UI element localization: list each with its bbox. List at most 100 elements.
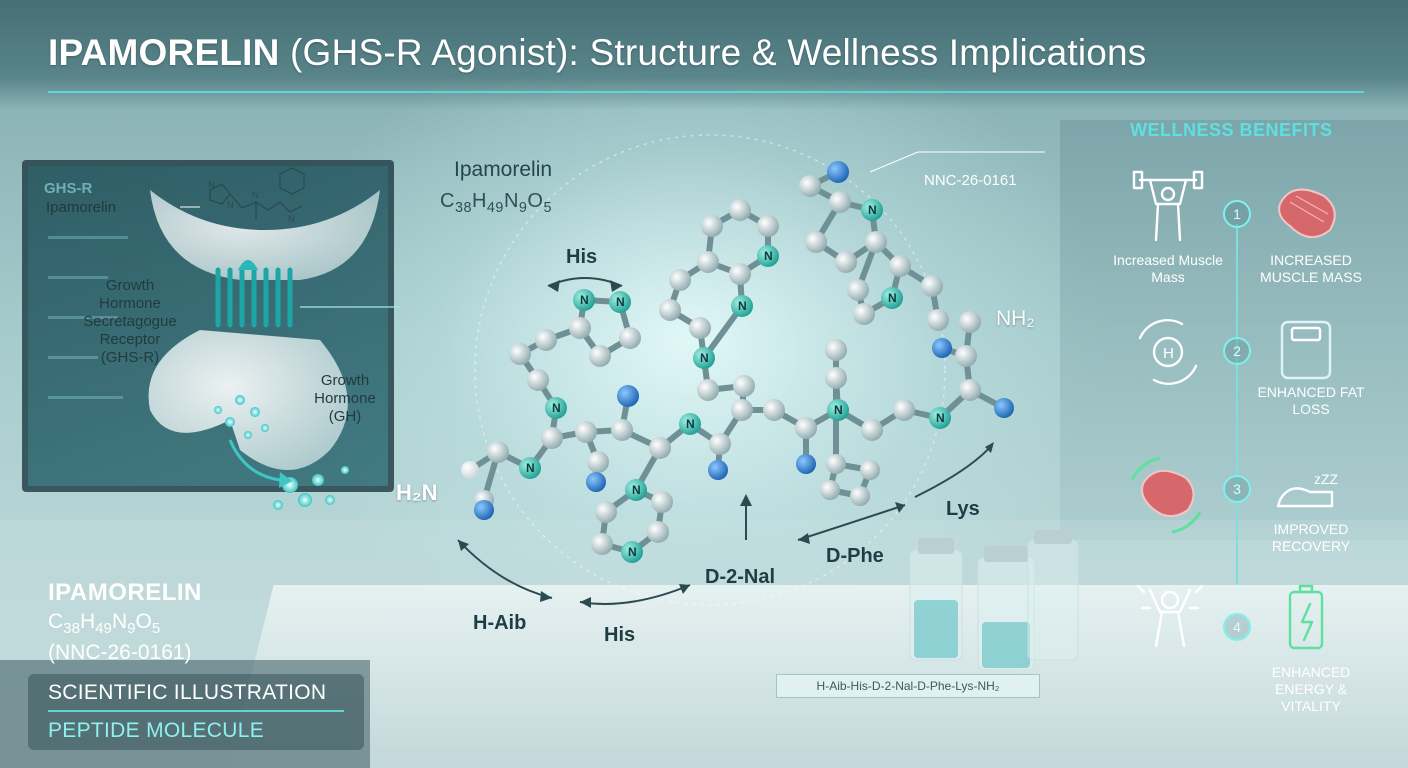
vials xyxy=(909,530,1079,670)
molecule-atom xyxy=(541,427,563,449)
sequence-label: H-Aib-His-D-2-Nal-D-Phe-Lys-NH₂ xyxy=(776,674,1040,698)
molecule-atom xyxy=(679,413,701,435)
wellness-timeline xyxy=(1236,224,1238,584)
molecule-atom xyxy=(731,295,753,317)
lower-left-shade xyxy=(0,660,370,768)
molecule-atom xyxy=(795,417,817,439)
residue-d-2-nal: D-2-Nal xyxy=(705,566,776,588)
receptor-line-2: Hormone xyxy=(99,295,161,312)
formula-part: O xyxy=(135,610,152,633)
formula-part: 38 xyxy=(454,200,472,216)
molecule-atom xyxy=(731,399,753,421)
molecule-atom xyxy=(509,343,531,365)
hormone-cycle-icon xyxy=(1138,319,1198,385)
muscle-recovery-icon xyxy=(1130,456,1202,534)
molecule-atom xyxy=(853,303,875,325)
benefit-3-label: IMPROVED RECOVERY xyxy=(1271,521,1351,554)
molecule-atom xyxy=(697,379,719,401)
formula-part: C xyxy=(48,610,64,633)
receptor-line-5: (GHS-R) xyxy=(100,349,160,366)
molecule-atom xyxy=(708,460,728,480)
molecule-atom xyxy=(487,441,509,463)
molecule-atom xyxy=(757,245,779,267)
caption-scientific: SCIENTIFIC ILLUSTRATION xyxy=(48,681,327,704)
gh-label: Growth Hormone (GH) xyxy=(300,372,390,426)
molecule-atom xyxy=(893,399,915,421)
molecule-atom xyxy=(527,369,549,391)
molecule-formula: C38H49N9O5 xyxy=(440,190,552,216)
molecule-atom xyxy=(799,175,821,197)
receptor-label: Growth Hormone Secretagogue Receptor (GH… xyxy=(60,277,200,367)
molecule-atom xyxy=(587,451,609,473)
sleep-icon xyxy=(1276,487,1334,508)
formula-part: N xyxy=(503,190,519,212)
nitrogen-label: N xyxy=(738,299,747,313)
molecule-atom xyxy=(927,309,949,331)
molecule-atom xyxy=(611,419,633,441)
residue-lys: Lys xyxy=(946,498,980,520)
molecule-atom xyxy=(861,199,883,221)
molecule-atom xyxy=(861,419,883,441)
gh-line-1: Growth xyxy=(320,372,370,389)
ligand-label: Ipamorelin xyxy=(46,199,117,216)
molecule-atom xyxy=(689,317,711,339)
lab-cabinet xyxy=(1060,120,1408,540)
molecule-atom xyxy=(847,279,869,301)
gh-line-3: (GH) xyxy=(328,408,362,425)
formula-part: 49 xyxy=(486,200,504,216)
molecule-atom xyxy=(609,291,631,313)
step-1: 1 xyxy=(1223,200,1251,228)
molecule-atom xyxy=(825,339,847,361)
nitrogen-label: N xyxy=(628,545,637,559)
molecule-atom xyxy=(647,521,669,543)
nitrogen-label: N xyxy=(888,291,897,305)
molecule-atom xyxy=(826,454,846,474)
energy-person-icon xyxy=(1136,584,1204,648)
receptor-line-4: Receptor xyxy=(99,331,161,348)
svg-text:N: N xyxy=(227,200,234,210)
molecule-atom xyxy=(649,437,671,459)
molecule-atom xyxy=(932,338,952,358)
muscle-caption: Increased Muscle Mass xyxy=(1113,252,1223,285)
molecule-atom xyxy=(860,460,880,480)
wellness-icons: H zZZ xyxy=(1130,170,1339,650)
molecule-atom xyxy=(617,385,639,407)
formula-part: 38 xyxy=(63,620,80,638)
molecule-atom xyxy=(709,433,731,455)
molecule-atom xyxy=(729,263,751,285)
nitrogen-label: N xyxy=(580,293,589,307)
residue-d-phe: D-Phe xyxy=(826,545,884,567)
molecule-atom xyxy=(825,367,847,389)
page-title: IPAMORELIN (GHS-R Agonist): Structure & … xyxy=(48,32,1368,74)
molecule-atom xyxy=(994,398,1014,418)
molecule-atom xyxy=(659,299,681,321)
molecule-atom xyxy=(889,255,911,277)
molecule-atom xyxy=(805,231,827,253)
left-formula: C38H49N9O5 xyxy=(48,610,160,637)
receptor-line-3: Secretagogue xyxy=(83,313,177,330)
molecule-atom xyxy=(697,251,719,273)
formula-part: 5 xyxy=(151,620,161,638)
title-divider xyxy=(48,91,1364,93)
formula-part: 9 xyxy=(127,620,136,638)
molecule-atom xyxy=(474,500,494,520)
battery-icon xyxy=(1288,584,1324,650)
nitrogen-label: N xyxy=(526,461,535,475)
scale-icon xyxy=(1280,320,1332,380)
molecule-atom xyxy=(865,231,887,253)
svg-text:N: N xyxy=(208,180,215,190)
molecule-atom xyxy=(669,269,691,291)
benefit-2-label: ENHANCED FAT LOSS xyxy=(1257,384,1365,417)
residue-his-bottom: His xyxy=(604,624,636,646)
gh-line-2: Hormone xyxy=(314,390,376,407)
molecule-atom xyxy=(461,461,479,479)
step-2: 2 xyxy=(1223,337,1251,365)
molecule-atom xyxy=(619,327,641,349)
molecule-atom xyxy=(757,215,779,237)
svg-text:N: N xyxy=(252,190,259,200)
receptor-line-1: Growth xyxy=(105,277,155,294)
title-bold: IPAMORELIN xyxy=(48,32,280,73)
molecule-atom xyxy=(955,345,977,367)
